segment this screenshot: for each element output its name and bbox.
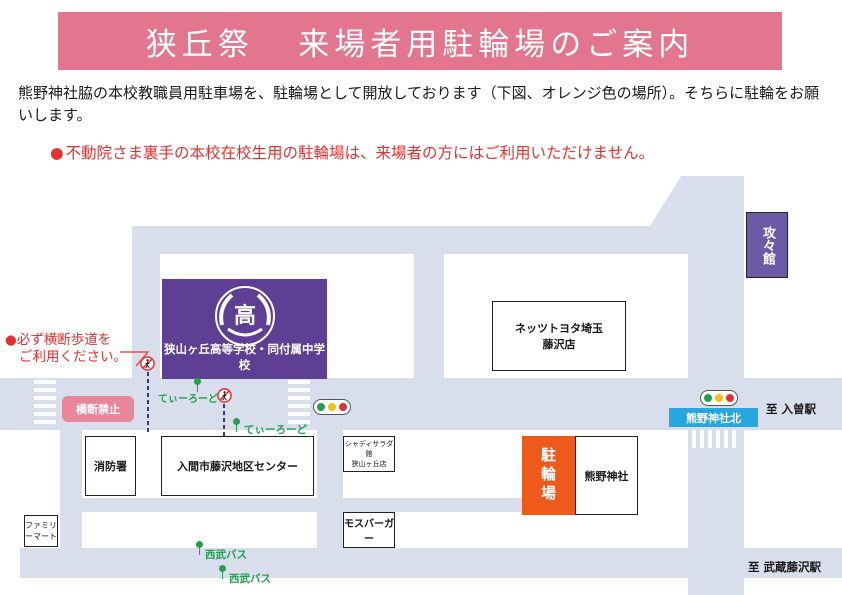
familymart: ファミリ ーマート bbox=[24, 515, 58, 547]
mos-burger: モスバーガー bbox=[343, 512, 395, 548]
notice-text: ●不動院さま裏手の本校在校生用の駐輪場は、来場者の方にはご利用いただけません。 bbox=[50, 141, 810, 163]
bicycle-parking: 駐輪場 bbox=[522, 436, 575, 515]
crosswalk-callout: ●必ず横断歩道を ご利用ください。 bbox=[5, 332, 127, 366]
callout-line-1: ●必ず横断歩道を bbox=[5, 332, 112, 348]
seibu-bus-label-2: 西武バス bbox=[229, 573, 271, 585]
middle-vertical-road bbox=[414, 226, 444, 386]
intro-text: 熊野神社脇の本校教職員用駐車場を、駐輪場として開放しております（下図、オレンジ色… bbox=[18, 84, 820, 124]
bottom-road bbox=[20, 548, 842, 578]
traffic-signal-center bbox=[313, 399, 351, 415]
kogakan-building: 攻々館 bbox=[746, 212, 788, 278]
destination-iruma: 至 入曽駅 bbox=[766, 402, 817, 416]
bus-stop-label-2: てぃーろーど bbox=[244, 424, 307, 436]
bus-stop-pin-icon bbox=[196, 541, 203, 555]
callout-line-2: ご利用ください。 bbox=[19, 349, 127, 365]
dashed-crossing-left bbox=[147, 372, 149, 432]
bus-stop-pin-icon bbox=[233, 418, 240, 432]
signal-green-icon bbox=[704, 394, 712, 402]
top-road-left bbox=[132, 226, 692, 254]
shrine-north-label: 熊野神社北 bbox=[669, 408, 758, 427]
dashed-crossing-center bbox=[223, 404, 225, 436]
no-pedestrian-icon bbox=[217, 388, 232, 403]
page-title: 来場者用駐輪場のご案内 bbox=[298, 26, 695, 63]
toyota-dealer: ネッツトヨタ埼玉 藤沢店 bbox=[492, 301, 626, 371]
school-label: 狭山ヶ丘高等学校・同付属中学校 bbox=[164, 342, 325, 372]
community-center: 入間市藤沢地区センター bbox=[161, 436, 314, 496]
no-pedestrian-icon bbox=[140, 356, 155, 371]
no-crossing-sign: 横断禁止 bbox=[62, 396, 134, 422]
school-building: 高 狭山ヶ丘高等学校・同付属中学校 bbox=[162, 279, 327, 379]
signal-red-icon bbox=[339, 403, 347, 411]
destination-musashi-fujisawa: 至 武蔵藤沢駅 bbox=[748, 560, 822, 574]
notice-body: 不動院さま裏手の本校在校生用の駐輪場は、来場者の方にはご利用いただけません。 bbox=[65, 144, 655, 162]
traffic-signal-right bbox=[700, 390, 738, 406]
bus-stop-pin-icon bbox=[194, 378, 201, 392]
seibu-bus-label-1: 西武バス bbox=[205, 549, 247, 561]
notice-bullet: ● bbox=[50, 144, 64, 162]
signal-yellow-icon bbox=[328, 403, 336, 411]
shady-salad-store: シャディサラダ館 狭山ヶ丘店 bbox=[343, 436, 395, 472]
fire-station: 消防署 bbox=[85, 436, 136, 496]
crosswalk-center bbox=[288, 380, 310, 424]
crosswalk-left bbox=[34, 380, 56, 424]
lower-vertical-road bbox=[317, 430, 343, 550]
school-emblem-icon: 高 bbox=[214, 286, 275, 346]
lower-left-road bbox=[60, 430, 82, 550]
lower-mid-road bbox=[82, 498, 522, 512]
school-emblem-char: 高 bbox=[233, 303, 255, 329]
block-shrine-outline: 熊野神社 bbox=[575, 436, 638, 515]
event-title: 狭丘祭 bbox=[145, 26, 254, 63]
signal-green-icon bbox=[317, 403, 325, 411]
signal-red-icon bbox=[726, 394, 734, 402]
title-gap bbox=[254, 23, 299, 59]
signal-yellow-icon bbox=[715, 394, 723, 402]
bus-stop-label-1: てぃーろーど bbox=[158, 394, 218, 405]
shrine-label: 熊野神社 bbox=[584, 469, 629, 483]
crosswalk-right bbox=[692, 430, 736, 448]
title-banner: 狭丘祭 来場者用駐輪場のご案内 bbox=[58, 12, 782, 70]
bus-stop-pin-icon bbox=[219, 565, 226, 579]
callout-pointer-icon bbox=[120, 351, 150, 367]
